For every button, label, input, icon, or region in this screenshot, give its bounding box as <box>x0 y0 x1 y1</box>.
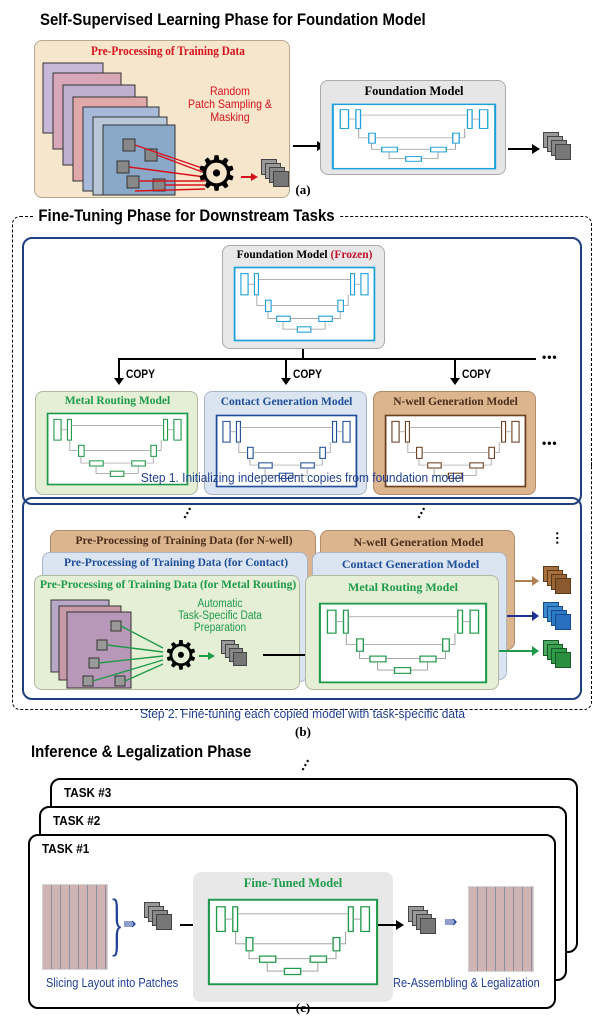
foundation-model-panel: Foundation Model <box>320 80 506 175</box>
step1-box <box>22 237 582 505</box>
foundation-unet-diagram <box>331 103 497 170</box>
copy-label-2: COPY <box>293 367 322 381</box>
task-label-1: TASK #1 <box>42 841 90 856</box>
step1-ellipsis-side: ••• <box>542 436 558 450</box>
metal-finetune-unet-diagram <box>318 602 488 684</box>
contact-generation-model-panel: Contact Generation Model <box>204 391 367 495</box>
step2-caption: Step 2. Fine-tuning each copied model wi… <box>139 706 466 721</box>
preprocess-metal-panel: Pre-Processing of Training Data (for Met… <box>34 575 300 690</box>
brace-icon: } <box>110 886 124 963</box>
step1-ellipsis-top: ••• <box>542 350 558 364</box>
gear-icon: ⚙ <box>163 634 199 678</box>
section-c-title: Inference & Legalization Phase <box>31 742 252 761</box>
arrow-to-output <box>508 148 534 150</box>
fine-tuned-model-title: Fine-Tuned Model <box>243 876 343 890</box>
arrow-head <box>396 920 404 930</box>
input-layout-image <box>42 884 108 970</box>
step2-box <box>22 497 582 700</box>
sampling-label: Random Patch Sampling & Masking <box>188 84 272 124</box>
finetuned-unet-diagram <box>207 898 379 986</box>
copy-stem <box>302 349 304 359</box>
frozen-foundation-title: Foundation Model (Frozen) <box>236 249 373 261</box>
gear-icon: ⚙ <box>195 148 239 201</box>
patch-stack-icon <box>261 159 291 189</box>
copy-label-1: COPY <box>126 367 155 381</box>
output-patch-stack-icon <box>543 132 573 162</box>
frozen-tag: (Frozen) <box>330 249 373 261</box>
foundation-model-title: Foundation Model <box>364 84 464 98</box>
preprocess-nwell-title: Pre-Processing of Training Data (for N-w… <box>75 535 293 547</box>
task-label-2: TASK #2 <box>53 813 101 828</box>
contact-output-patch-stack-icon <box>543 602 573 632</box>
task-label-3: TASK #3 <box>64 785 112 800</box>
preprocess-title: Pre-Processing of Training Data <box>91 44 245 58</box>
metal-routing-model-title: Metal Routing Model <box>64 395 171 407</box>
metal-unet-diagram <box>46 412 189 486</box>
arrow-head <box>532 611 539 621</box>
patch-stack-icon <box>221 640 249 668</box>
output-layout-image <box>468 886 534 972</box>
contact-model-stack-title: Contact Generation Model <box>341 557 480 571</box>
copy-arrow-2 <box>285 358 287 380</box>
output-patch-stack-icon <box>408 906 438 936</box>
arrow-head <box>532 576 539 586</box>
nwell-output-arrow <box>515 580 533 582</box>
copy-label-3: COPY <box>462 367 491 381</box>
metal-routing-model-panel: Metal Routing Model <box>35 391 198 495</box>
task-card-1[interactable]: TASK #1 } ⇛ Fine-Tuned Model <box>28 834 556 1009</box>
section-a-title: Self-Supervised Learning Phase for Found… <box>40 10 426 29</box>
arrow-head <box>281 378 291 385</box>
nwell-output-patch-stack-icon <box>543 566 573 596</box>
double-arrow-icon: ⇛ <box>444 914 458 931</box>
auto-prep-label: Automatic Task-Specific Data Preparation <box>178 598 262 634</box>
contact-generation-model-title: Contact Generation Model <box>220 396 353 408</box>
fine-tuned-model-panel: Fine-Tuned Model <box>193 872 393 1002</box>
step1-caption: Step 1. Initializing independent copies … <box>140 470 465 485</box>
tasks-ellipsis: ⋯ <box>294 753 316 775</box>
caption-c: (c) <box>295 1000 311 1015</box>
frozen-unet-diagram <box>233 266 376 342</box>
double-arrow-icon: ⇛ <box>123 916 137 933</box>
sampling-arrows <box>128 144 206 192</box>
layout-stack <box>42 62 258 196</box>
reassemble-label: Re-Assembling & Legalization <box>393 976 540 990</box>
arrow-to-finetuned <box>180 924 200 926</box>
arrow-head <box>532 646 539 656</box>
preprocess-contact-title: Pre-Processing of Training Data (for Con… <box>63 557 289 569</box>
metal-model-stack-panel: Metal Routing Model <box>305 575 499 690</box>
arrow-head <box>114 378 124 385</box>
layout-sheets <box>42 62 176 196</box>
caption-a: (a) <box>295 182 311 197</box>
copy-bus <box>118 358 536 360</box>
step2-ellipsis-outputs: ⋯ <box>550 531 566 546</box>
nwell-generation-model-title: N-well Generation Model <box>393 396 518 408</box>
fine-tuning-dashed-frame-bottom <box>12 462 592 710</box>
metal-model-stack-title: Metal Routing Model <box>348 580 458 594</box>
metal-layout-stack <box>50 599 215 689</box>
contact-unet-diagram <box>215 414 358 488</box>
copy-arrow-3 <box>454 358 456 380</box>
arrow-to-foundation <box>293 145 319 147</box>
preprocess-metal-title: Pre-Processing of Training Data (for Met… <box>39 579 297 591</box>
nwell-unet-diagram <box>384 414 527 488</box>
arrow-head <box>450 378 460 385</box>
arrow-to-metal-model <box>263 654 313 656</box>
section-b-title: Fine-Tuning Phase for Downstream Tasks <box>34 206 340 226</box>
slicing-label: Slicing Layout into Patches <box>46 976 179 990</box>
patch-stack-icon <box>144 902 174 932</box>
contact-output-arrow <box>507 615 533 617</box>
metal-output-arrow <box>499 650 533 652</box>
arrow-head <box>532 144 540 154</box>
nwell-model-stack-title: N-well Generation Model <box>353 535 484 549</box>
arrow-from-finetuned <box>378 924 398 926</box>
nwell-generation-model-panel: N-well Generation Model <box>373 391 536 495</box>
preprocess-panel: Pre-Processing of Training Data Random P… <box>34 40 291 201</box>
frozen-foundation-panel: Foundation Model (Frozen) <box>222 245 385 349</box>
metal-output-patch-stack-icon <box>543 640 573 670</box>
copy-arrow-1 <box>118 358 120 380</box>
caption-b: (b) <box>295 724 311 739</box>
